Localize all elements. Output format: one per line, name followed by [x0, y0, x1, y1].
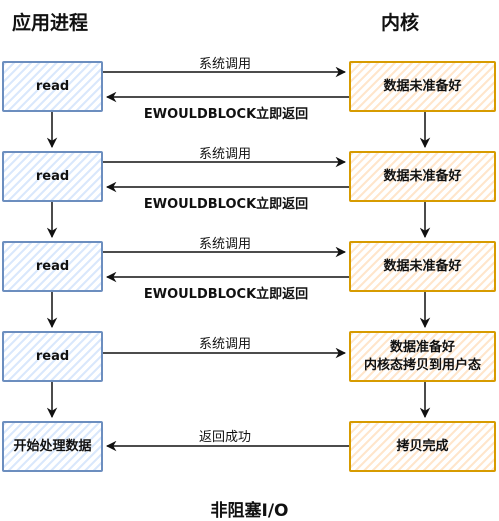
- return-success-label: 返回成功: [198, 430, 251, 445]
- ewouldblock-label-2: EWOULDBLOCK立即返回: [143, 197, 309, 212]
- process-box-handle-data: 开始处理数据: [2, 421, 103, 472]
- kernel-box-ready-copy: 数据准备好 内核态拷贝到用户态: [349, 331, 496, 382]
- kernel-box-not-ready-1: 数据未准备好: [349, 61, 496, 112]
- syscall-label-3: 系统调用: [198, 237, 251, 252]
- kernel-box-not-ready-2: 数据未准备好: [349, 151, 496, 202]
- kernel-box-not-ready-3: 数据未准备好: [349, 241, 496, 292]
- ewouldblock-label-1: EWOULDBLOCK立即返回: [143, 107, 309, 122]
- ewouldblock-label-3: EWOULDBLOCK立即返回: [143, 287, 309, 302]
- process-box-read-1: read: [2, 61, 103, 112]
- diagram-title-nonblocking-io: 非阻塞I/O: [210, 501, 289, 521]
- process-box-read-2: read: [2, 151, 103, 202]
- header-kernel: 内核: [381, 12, 420, 34]
- syscall-label-4: 系统调用: [198, 337, 251, 352]
- process-box-read-3: read: [2, 241, 103, 292]
- header-process: 应用进程: [12, 12, 89, 34]
- process-box-read-4: read: [2, 331, 103, 382]
- kernel-box-copy-done: 拷贝完成: [349, 421, 496, 472]
- syscall-label-2: 系统调用: [198, 147, 251, 162]
- syscall-label-1: 系统调用: [198, 57, 251, 72]
